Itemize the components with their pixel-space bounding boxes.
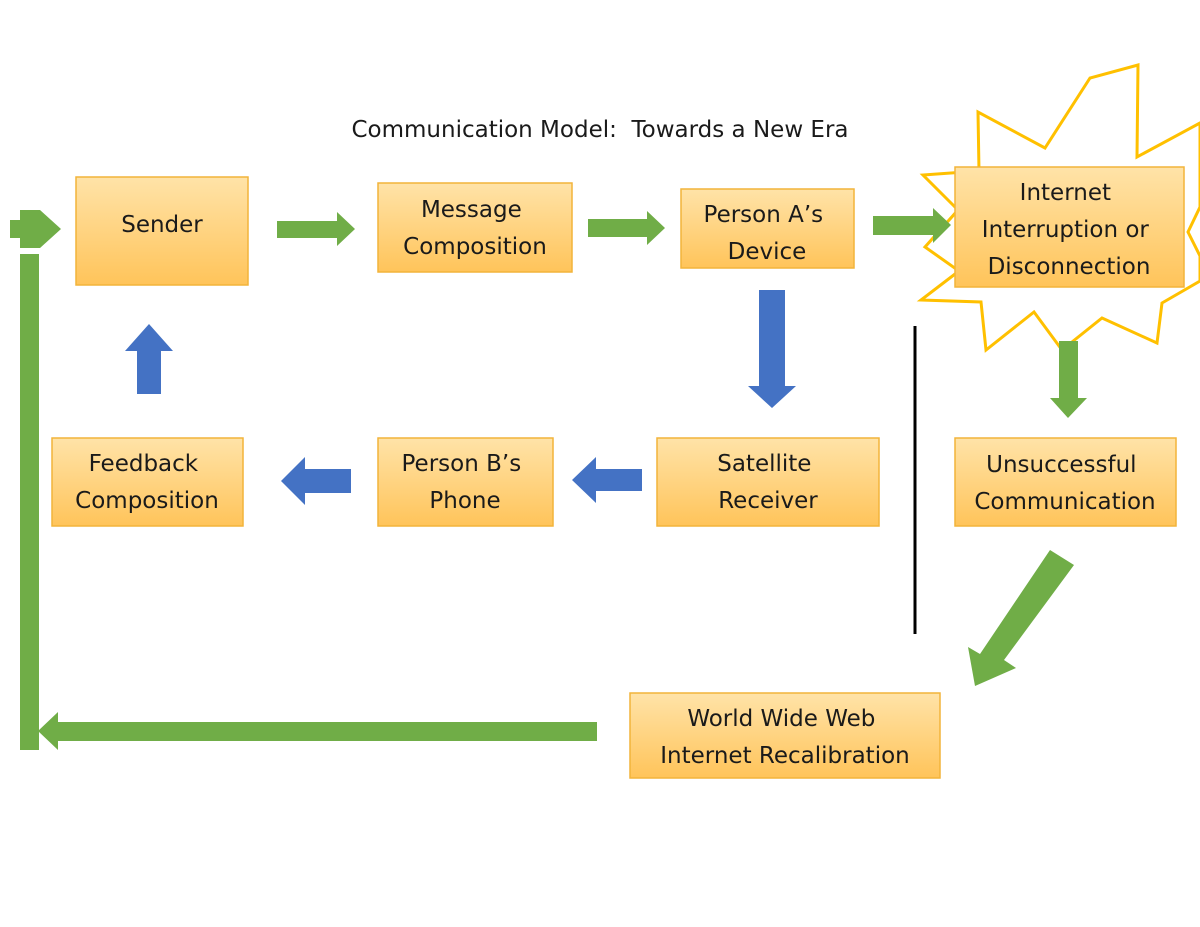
person-a-device-box: Person A’s Device <box>680 188 855 269</box>
arrow-unsuccessful-to-recalibration <box>968 550 1074 686</box>
person-b-phone-line-1: Person B’s <box>402 451 522 477</box>
svg-text:Person A’s Device: Person A’s Device <box>704 202 831 265</box>
arrow-satellite-to-person-b <box>572 457 642 503</box>
svg-text:World Wide Web Internet: World Wide Web Internet Recalibration <box>660 706 909 769</box>
arrow-interruption-to-unsuccessful <box>1050 341 1087 418</box>
internet-interruption-box: Internet Interruption or Disconnection <box>954 166 1185 288</box>
message-composition-line-2: Composition <box>403 234 547 260</box>
feedback-composition-line-2: Composition <box>75 488 219 514</box>
feedback-composition-box: Feedback Composition <box>51 437 244 527</box>
www-recalibration-line-1: World Wide Web <box>687 706 875 732</box>
feedback-composition-line-1: Feedback <box>89 451 199 477</box>
internet-interruption-line-1: Internet <box>1020 180 1111 206</box>
arrow-return-to-sender <box>10 210 61 248</box>
arrow-sender-to-message <box>277 212 355 246</box>
diagram-title: Communication Model: Towards a New Era <box>351 117 848 143</box>
arrow-person-b-to-feedback <box>281 457 351 505</box>
sender-box: Sender <box>75 176 249 286</box>
person-b-phone-line-2: Phone <box>429 488 500 514</box>
unsuccessful-communication-box: Unsuccessful Communication <box>954 437 1177 527</box>
arrow-device-to-interruption <box>873 208 951 243</box>
sender-box-line-1: Sender <box>121 212 203 238</box>
arrow-device-to-satellite <box>748 290 796 408</box>
www-recalibration-line-2: Internet Recalibration <box>660 743 909 769</box>
svg-text:Satellite Receiver: Satellite Receiver <box>717 451 819 514</box>
svg-text:Unsuccessful Communicati: Unsuccessful Communication <box>974 452 1155 515</box>
arrow-recalibration-to-left <box>38 712 597 750</box>
unsuccessful-communication-line-2: Communication <box>974 489 1155 515</box>
message-composition-box: Message Composition <box>377 182 573 273</box>
unsuccessful-communication-line-1: Unsuccessful <box>986 452 1136 478</box>
return-path-vertical-bar <box>20 254 39 750</box>
svg-text:Person B’s Phone: Person B’s Phone <box>402 451 529 514</box>
arrow-message-to-device <box>588 211 665 245</box>
person-b-phone-box: Person B’s Phone <box>377 437 554 527</box>
satellite-receiver-line-2: Receiver <box>718 488 818 514</box>
svg-text:Internet Interruption or: Internet Interruption or Disconnection <box>982 180 1156 280</box>
message-composition-line-1: Message <box>421 197 522 223</box>
person-a-device-line-2: Device <box>728 239 807 265</box>
arrow-feedback-to-sender <box>125 324 173 394</box>
svg-text:Feedback Composition: Feedback Composition <box>75 451 219 514</box>
svg-text:Message Composition: Message Composition <box>403 197 547 260</box>
internet-interruption-line-2: Interruption or <box>982 217 1150 243</box>
satellite-receiver-box: Satellite Receiver <box>656 437 880 527</box>
svg-text:Sender: Sender <box>121 212 203 238</box>
internet-interruption-line-3: Disconnection <box>988 254 1151 280</box>
person-a-device-line-1: Person A’s <box>704 202 824 228</box>
www-recalibration-box: World Wide Web Internet Recalibration <box>629 692 941 779</box>
satellite-receiver-line-1: Satellite <box>717 451 811 477</box>
